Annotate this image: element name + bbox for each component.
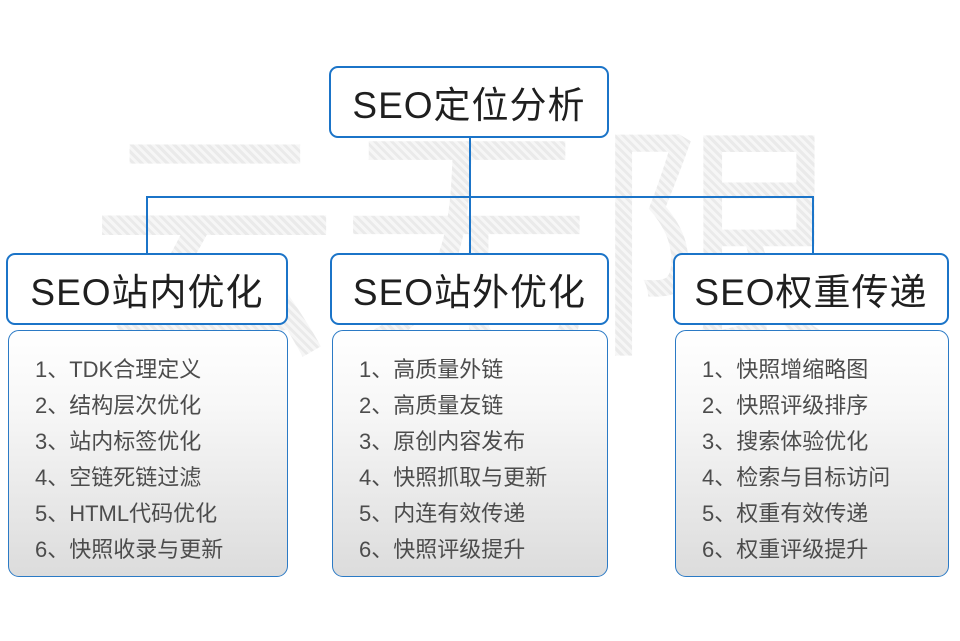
connector-drop-right-line <box>812 198 814 253</box>
list-item: 2、结构层次优化 <box>35 393 202 418</box>
list-item: 5、HTML代码优化 <box>35 501 218 526</box>
branch-node-onsite-optimization: SEO站内优化 <box>6 253 288 325</box>
root-node-seo-positioning: SEO定位分析 <box>329 66 609 138</box>
list-item: 1、TDK合理定义 <box>35 357 202 382</box>
branch-node-weight-transfer: SEO权重传递 <box>673 253 949 325</box>
list-item: 6、权重评级提升 <box>702 537 869 562</box>
offsite-optimization-list-panel: 1、高质量外链 2、高质量友链 3、原创内容发布 4、快照抓取与更新 5、内连有… <box>332 330 608 577</box>
connector-horizontal-line <box>146 196 814 198</box>
list-item: 1、快照增缩略图 <box>702 357 869 382</box>
list-item: 3、搜索体验优化 <box>702 429 869 454</box>
branch-title: SEO站外优化 <box>352 272 587 313</box>
list-item: 5、内连有效传递 <box>359 501 526 526</box>
list-item: 1、高质量外链 <box>359 357 504 382</box>
list-item: 6、快照收录与更新 <box>35 537 224 562</box>
list-item: 2、高质量友链 <box>359 393 504 418</box>
connector-drop-middle-line <box>469 198 471 253</box>
branch-title: SEO站内优化 <box>30 272 264 313</box>
connector-drop-left-line <box>146 198 148 253</box>
list-item: 5、权重有效传递 <box>702 501 869 526</box>
list-item: 2、快照评级排序 <box>702 393 869 418</box>
list-item: 6、快照评级提升 <box>359 537 526 562</box>
root-node-title: SEO定位分析 <box>352 85 586 126</box>
list-item: 3、站内标签优化 <box>35 429 202 454</box>
branch-node-offsite-optimization: SEO站外优化 <box>330 253 609 325</box>
branch-title: SEO权重传递 <box>694 272 928 313</box>
list-item: 4、空链死链过滤 <box>35 465 202 490</box>
connector-root-vertical-line <box>469 138 471 196</box>
list-item: 4、检索与目标访问 <box>702 465 891 490</box>
list-item: 3、原创内容发布 <box>359 429 526 454</box>
list-item: 4、快照抓取与更新 <box>359 465 548 490</box>
weight-transfer-list-panel: 1、快照增缩略图 2、快照评级排序 3、搜索体验优化 4、检索与目标访问 5、权… <box>675 330 949 577</box>
onsite-optimization-list-panel: 1、TDK合理定义 2、结构层次优化 3、站内标签优化 4、空链死链过滤 5、H… <box>8 330 288 577</box>
